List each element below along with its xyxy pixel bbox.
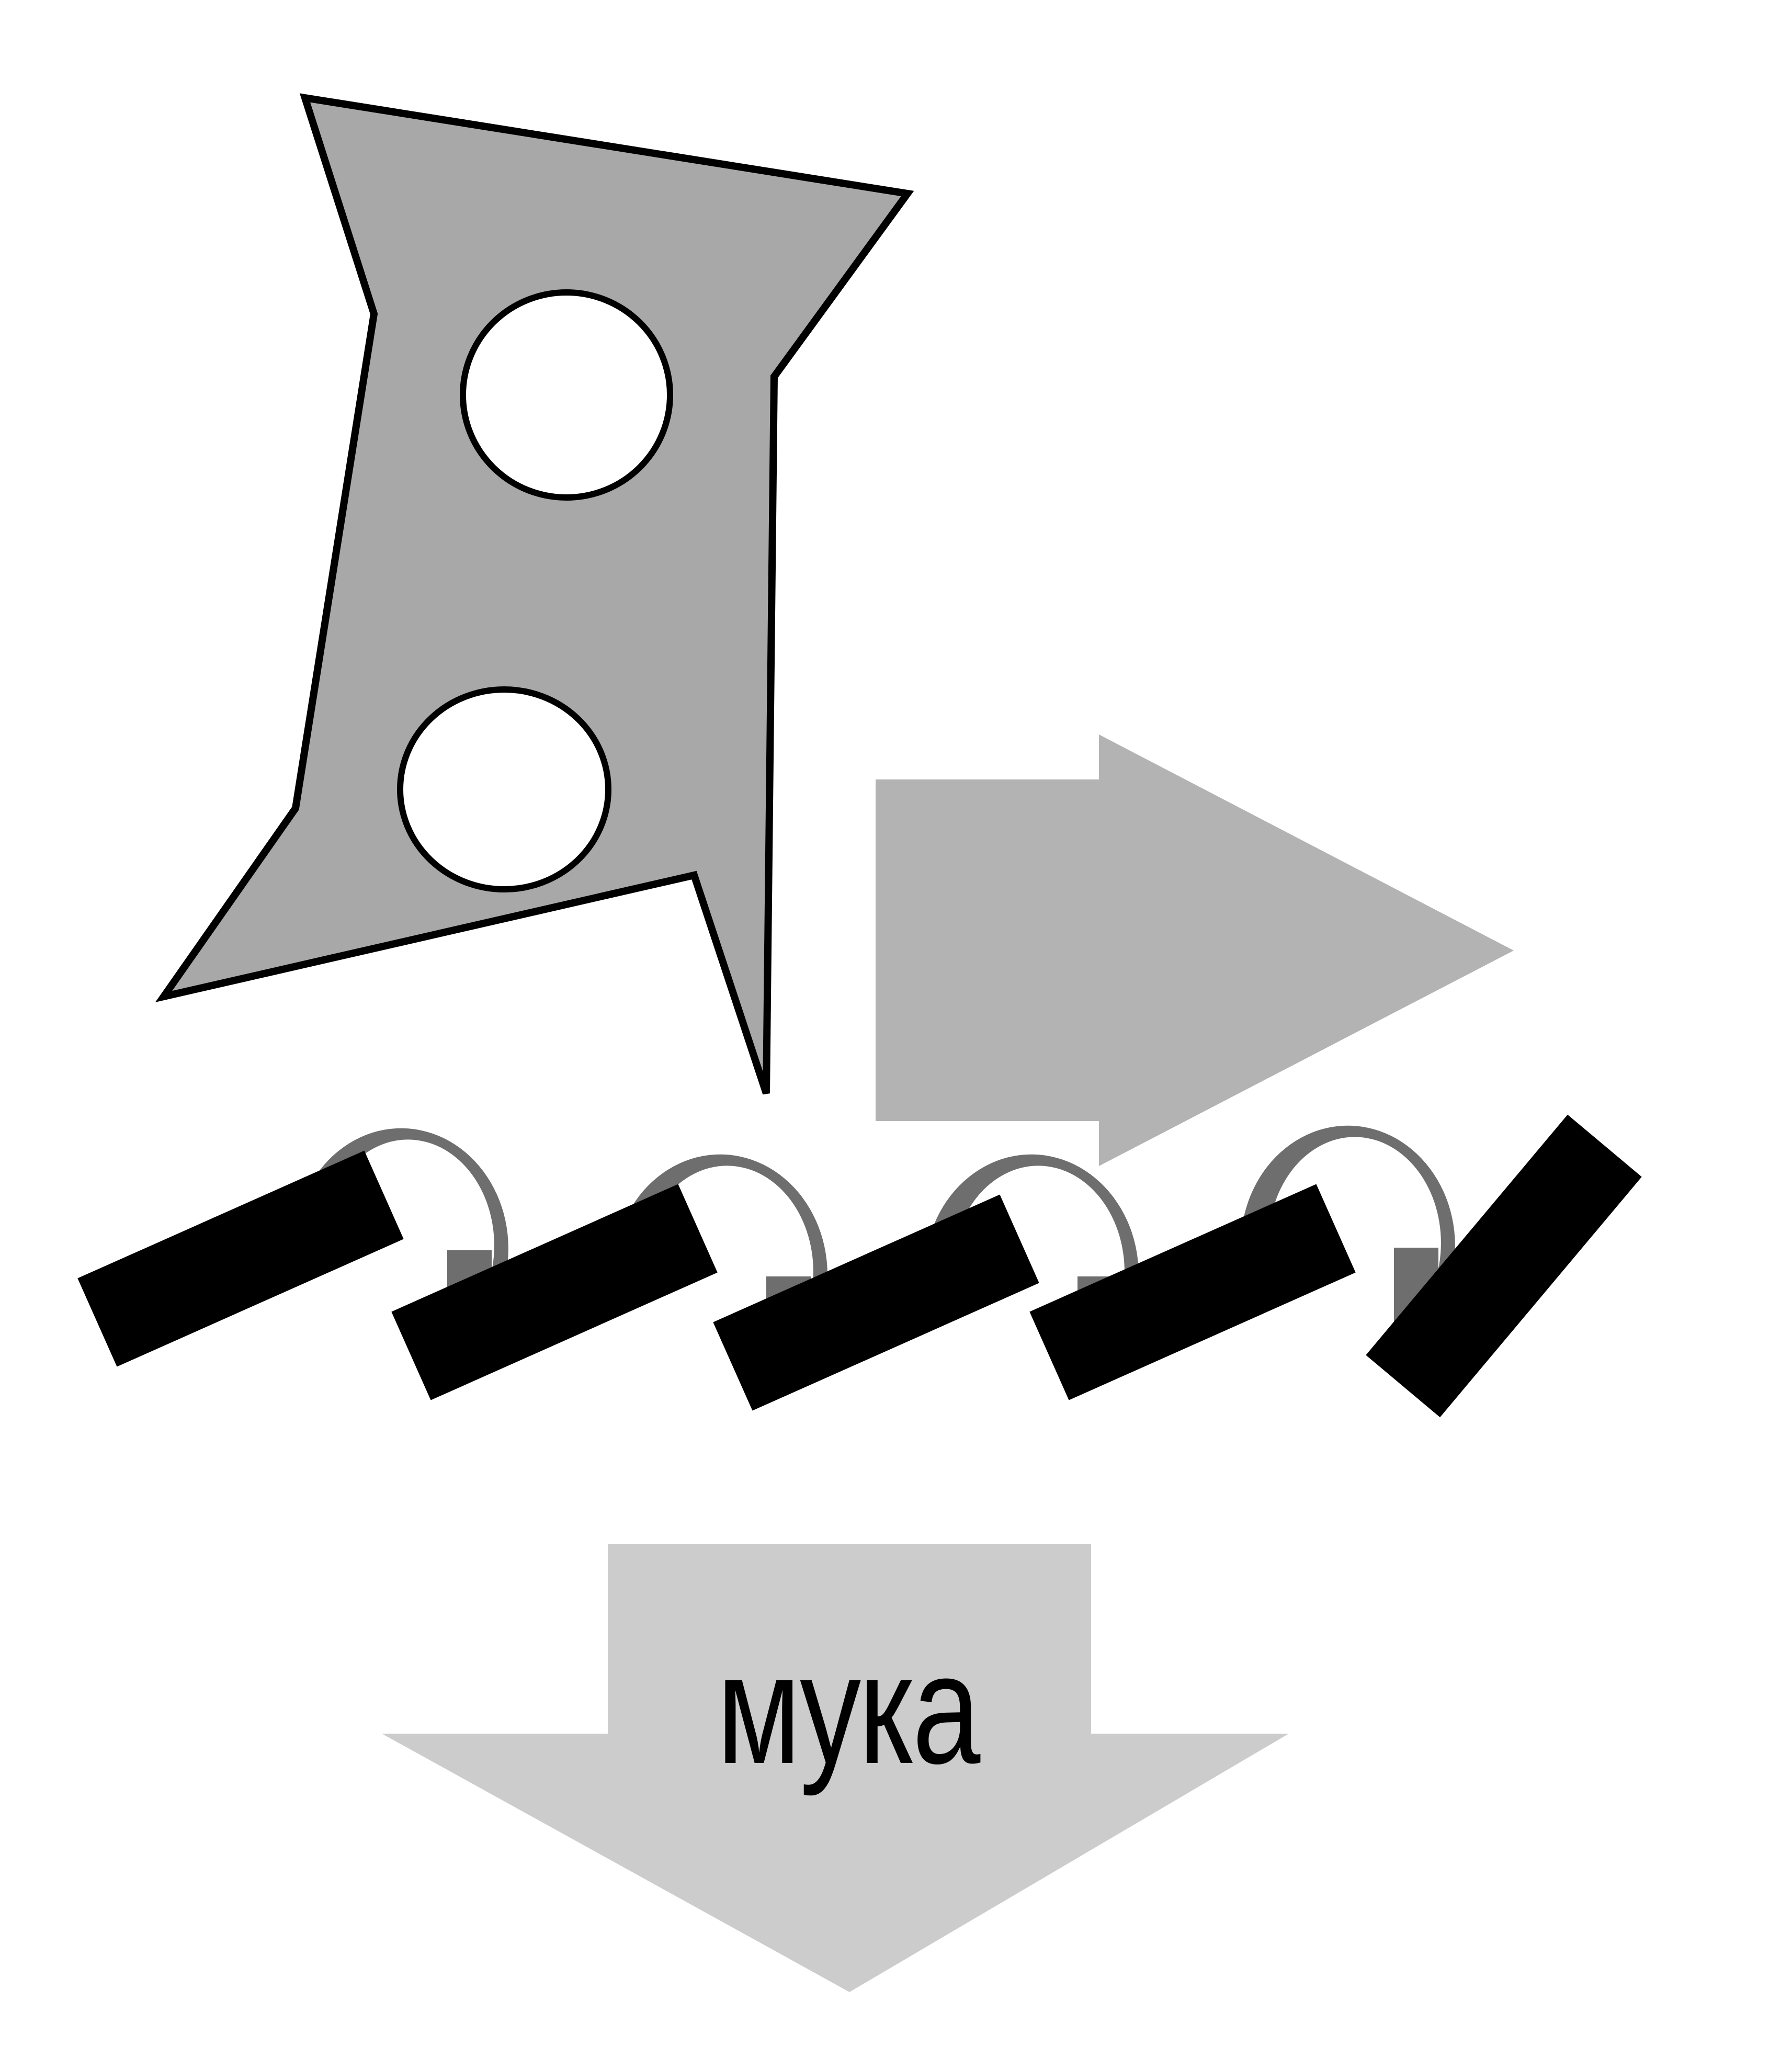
blade-2 [391,1184,718,1400]
flour-output-group: мука [382,1544,1289,1992]
blades-group [77,1114,1642,1418]
blade-5 [1366,1114,1642,1418]
grain-hole-lower [397,686,611,892]
flour-output-arrow [382,1544,1289,1992]
blade-1 [77,1150,404,1367]
rotate-cw-icon [294,1128,508,1331]
blade-3 [713,1194,1039,1411]
blade-4 [1029,1184,1356,1400]
rotate-cw-icon [1241,1125,1455,1329]
feed-direction-arrow [876,734,1514,1166]
grain-kernel-shape [155,93,914,1095]
grain-kernel-group [155,93,914,1095]
grain-hole-upper [460,289,673,501]
flour-label: мука [717,1621,981,1797]
